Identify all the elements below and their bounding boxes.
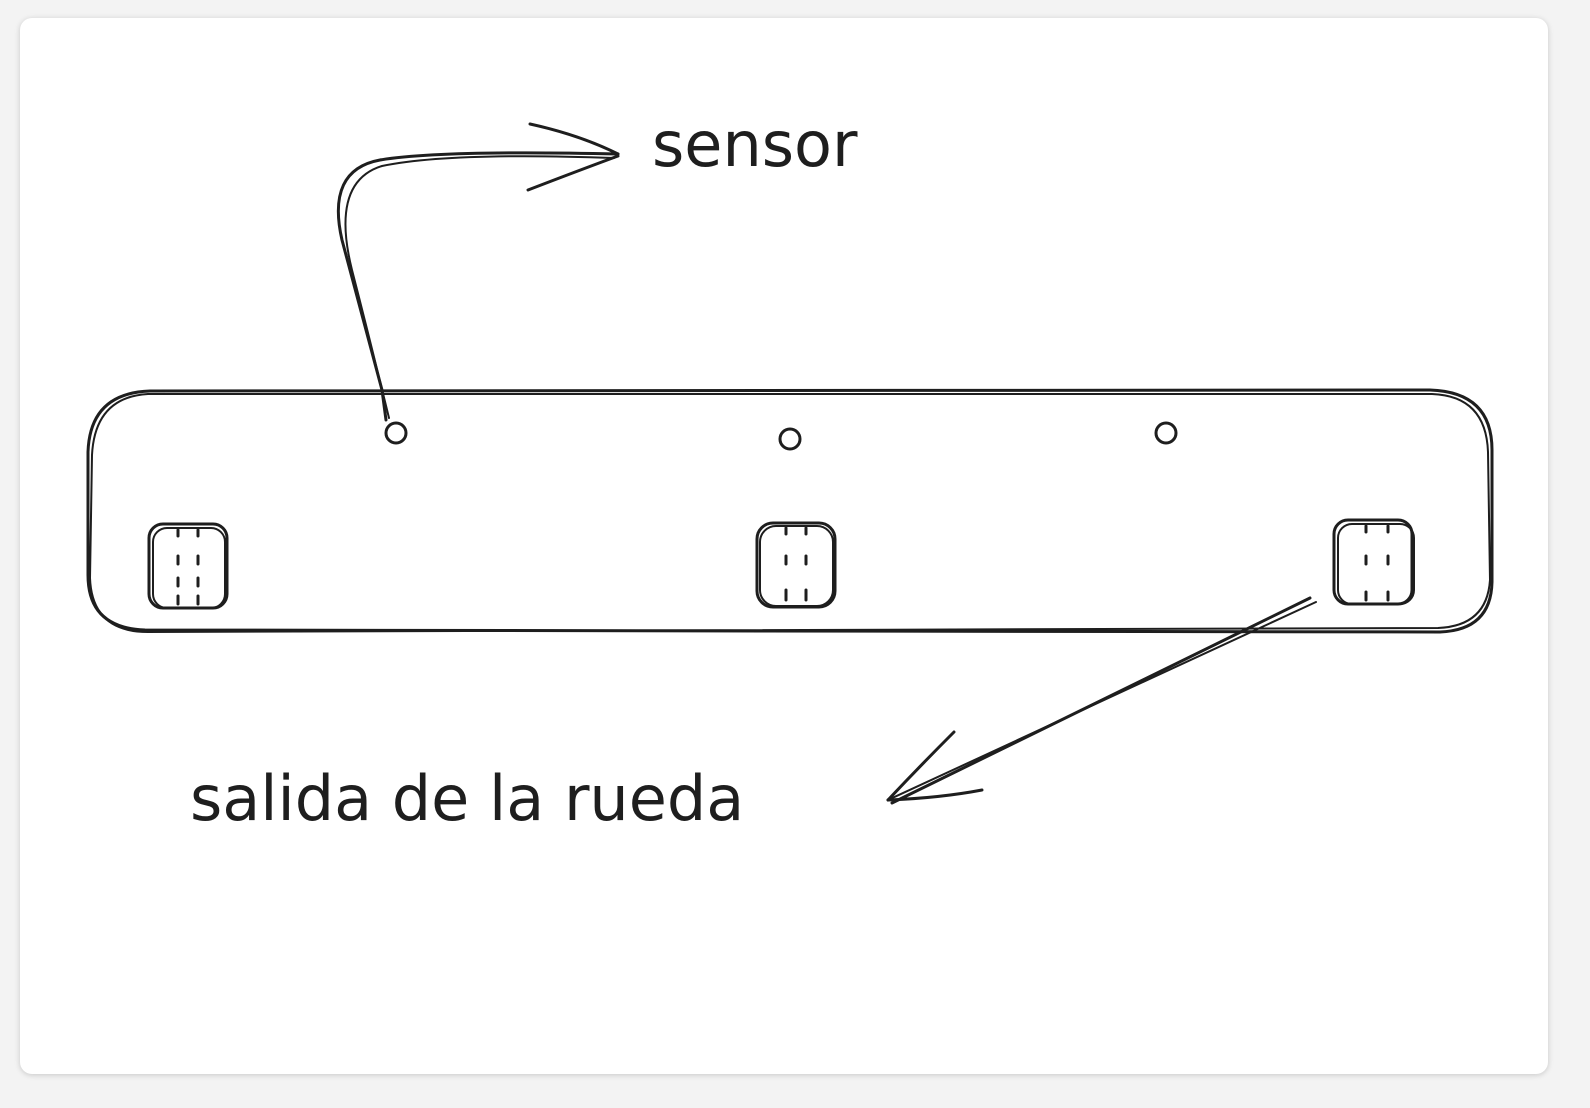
wheel-output-arrow	[886, 596, 1317, 805]
diagram-canvas	[20, 18, 1548, 1074]
board-outline	[86, 388, 1494, 634]
wheel-connector-right	[1332, 518, 1415, 606]
wheel-output-label: salida de la rueda	[190, 762, 744, 835]
sensor-hole-left	[384, 421, 408, 445]
wheel-connector-center	[755, 521, 837, 609]
sensor-hole-right	[1154, 421, 1178, 445]
sensor-hole-center	[778, 427, 802, 451]
sensor-label: sensor	[652, 108, 858, 181]
sensor-arrow	[336, 122, 620, 422]
wheel-connector-left	[147, 522, 229, 610]
